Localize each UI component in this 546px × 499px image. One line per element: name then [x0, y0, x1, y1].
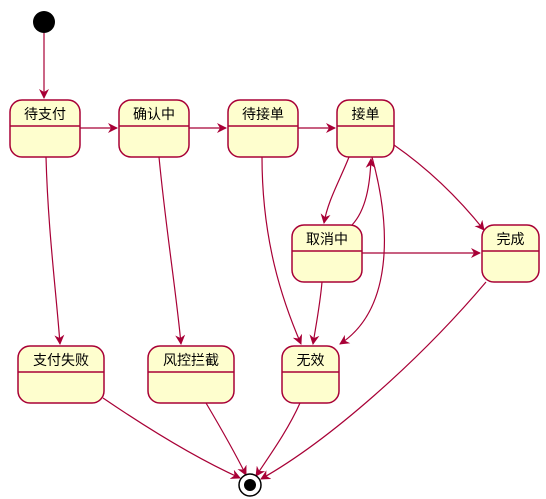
- transition-s_confirming-to-s_risk_blocked: [158, 156, 186, 345]
- state-label: 待接单: [242, 106, 284, 123]
- state-label: 支付失败: [33, 353, 89, 369]
- transition-s_pending_accept-to-s_invalid: [261, 156, 303, 345]
- state-s_completed: 完成: [481, 224, 540, 283]
- state-label: 风控拦截: [163, 353, 219, 369]
- state-s_pay_failed: 支付失败: [17, 345, 105, 404]
- transition-s_cancelling-to-s_invalid: [309, 281, 323, 345]
- state-s_risk_blocked: 风控拦截: [147, 345, 235, 404]
- transition-s_completed-to-end: [260, 281, 487, 480]
- state-box: [336, 99, 395, 158]
- transition-s_risk_blocked-to-end: [205, 402, 247, 476]
- transition-s_accepted-to-s_cancelling: [320, 156, 350, 224]
- state-box: [281, 345, 340, 404]
- transition-s_pay_failed-to-end: [102, 397, 241, 479]
- state-label: 待支付: [24, 107, 66, 123]
- state-box: [118, 99, 190, 158]
- state-s_confirming: 确认中: [118, 99, 190, 158]
- state-box: [481, 224, 540, 283]
- state-label: 无效: [297, 353, 325, 369]
- state-s_invalid: 无效: [281, 345, 340, 404]
- state-s_accepted: 接单: [336, 99, 395, 158]
- transition-s_pending_pay-to-s_pay_failed: [45, 156, 65, 345]
- state-box: [227, 99, 299, 158]
- start-node: [33, 11, 55, 33]
- state-label: 完成: [497, 232, 525, 248]
- end-node-outer-ring: [238, 473, 262, 497]
- state-box: [17, 345, 105, 404]
- transition-s_accepted-to-s_invalid: [339, 156, 385, 345]
- state-label: 确认中: [133, 107, 175, 123]
- state-box: [147, 345, 235, 404]
- state-box: [291, 224, 363, 283]
- state-s_cancelling: 取消中: [291, 224, 363, 283]
- state-s_pending_pay: 待支付: [9, 99, 81, 158]
- state-label: 取消中: [306, 232, 348, 248]
- state-label: 接单: [352, 106, 380, 123]
- transition-s_invalid-to-end: [255, 402, 301, 477]
- transition-s_accepted-to-s_completed: [393, 144, 485, 231]
- state-s_pending_accept: 待接单: [227, 99, 299, 158]
- end-node-core: [244, 479, 256, 491]
- state-box: [9, 99, 81, 158]
- end-node: [238, 473, 262, 497]
- transition-s_cancelling-to-s_accepted: [351, 158, 376, 226]
